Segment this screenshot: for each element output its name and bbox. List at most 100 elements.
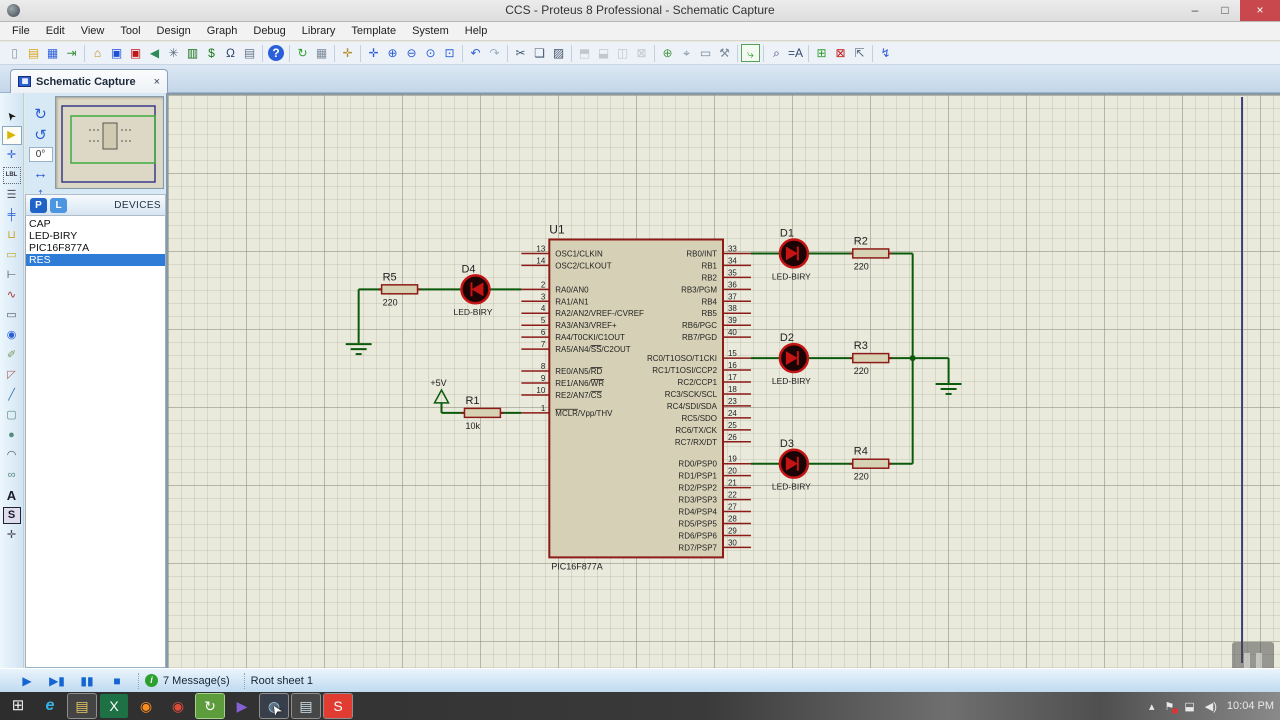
block-move-icon[interactable]: ⬓ xyxy=(597,46,610,60)
netlist-icon[interactable]: ✳ xyxy=(168,46,179,60)
menu-item[interactable]: Design xyxy=(156,25,191,37)
save-icon[interactable]: ▦ xyxy=(46,46,59,60)
zoom-all-icon[interactable]: ⊙ xyxy=(425,46,436,60)
play-button[interactable]: ▶ xyxy=(22,673,32,688)
undo-icon[interactable]: ↶ xyxy=(470,46,481,60)
menu-item[interactable]: Template xyxy=(351,25,397,37)
taskbar-media-icon[interactable]: ◍ xyxy=(259,693,289,719)
ground-terminal[interactable] xyxy=(345,343,372,356)
cut-icon[interactable]: ✂ xyxy=(515,46,526,60)
voltage-probe-icon[interactable]: ✐ xyxy=(6,349,17,361)
network-icon[interactable]: ⬓ xyxy=(1184,700,1195,713)
sound-icon[interactable]: ◀ xyxy=(149,46,160,60)
taskbar-firefox-icon[interactable]: ◉ xyxy=(139,697,153,714)
ground-terminal[interactable] xyxy=(935,382,962,395)
2d-path-icon[interactable]: ∞ xyxy=(7,469,16,481)
refresh-icon[interactable]: ↻ xyxy=(297,46,308,60)
import-icon[interactable]: ⇥ xyxy=(66,46,77,60)
graph-mode-icon[interactable]: ∿ xyxy=(6,289,17,301)
current-probe-icon[interactable]: ◸ xyxy=(7,369,16,381)
zoom-out-icon[interactable]: ⊖ xyxy=(406,46,417,60)
new-sheet-icon[interactable]: ⊞ xyxy=(816,46,827,60)
new-file-icon[interactable]: ▯ xyxy=(11,46,18,60)
menu-item[interactable]: File xyxy=(12,25,30,37)
pan-icon[interactable]: ✛ xyxy=(368,46,379,60)
electra-icon[interactable]: Ω xyxy=(226,46,235,60)
schematic-overview-pane[interactable] xyxy=(55,96,164,189)
wire-autorouter-icon[interactable]: ⤷ xyxy=(741,44,760,62)
start-button[interactable]: ⊞ xyxy=(11,697,25,714)
volume-icon[interactable]: ◀) xyxy=(1204,700,1217,713)
library-icon[interactable]: ▥ xyxy=(186,46,199,60)
zoom-area-icon[interactable]: ⊡ xyxy=(444,46,455,60)
block-copy-icon[interactable]: ⬒ xyxy=(578,46,591,60)
2d-symbol-icon[interactable]: S xyxy=(2,507,21,524)
ares-icon[interactable]: ▣ xyxy=(129,46,142,60)
taskbar-proteus-icon[interactable]: ↻ xyxy=(195,693,225,719)
block-rotate-icon[interactable]: ◫ xyxy=(616,46,629,60)
mirror-horizontal-icon[interactable]: ↔ xyxy=(33,165,48,182)
clock[interactable]: 10:04 PM xyxy=(1226,700,1274,712)
wire-label-icon[interactable]: LBL xyxy=(2,167,21,184)
pause-button[interactable]: ▮▮ xyxy=(80,673,94,688)
component-U1[interactable]: U1PIC16F877A13OSC1/CLKIN14OSC2/CLKOUT2RA… xyxy=(521,223,751,572)
origin-icon[interactable]: ✛ xyxy=(342,46,353,60)
isis-icon[interactable]: ▣ xyxy=(110,46,123,60)
device-pin-icon[interactable]: ⊢ xyxy=(6,269,17,281)
device-list-item[interactable]: PIC16F877A xyxy=(29,242,90,254)
property-assign-icon[interactable]: =A xyxy=(787,46,803,60)
minimize-button[interactable]: – xyxy=(1191,3,1199,17)
redo-icon[interactable]: ↷ xyxy=(489,46,500,60)
taskbar-chrome-icon[interactable]: ◉ xyxy=(171,697,185,714)
subcircuit-icon[interactable]: ⊔ xyxy=(7,229,16,241)
tab-schematic-capture[interactable]: ▦ Schematic Capture × xyxy=(10,69,168,93)
remove-sheet-icon[interactable]: ⊠ xyxy=(835,46,846,60)
2d-line-icon[interactable]: ╱ xyxy=(8,389,15,401)
2d-arc-icon[interactable]: ◠ xyxy=(6,449,17,461)
tape-recorder-icon[interactable]: ▭ xyxy=(6,309,17,321)
terminal-mode-icon[interactable]: ▭ xyxy=(6,249,17,261)
menu-item[interactable]: Help xyxy=(464,25,488,37)
device-list-item[interactable]: CAP xyxy=(29,218,51,230)
taskbar-excel-icon[interactable]: X xyxy=(100,694,128,718)
rotation-angle-field[interactable]: 0° xyxy=(28,147,53,162)
home-icon[interactable]: ⌂ xyxy=(93,46,102,60)
paste-icon[interactable]: ▨ xyxy=(552,46,565,60)
step-button[interactable]: ▶▮ xyxy=(49,673,65,688)
generator-mode-icon[interactable]: ◉ xyxy=(6,329,17,341)
goto-sheet-icon[interactable]: ⇱ xyxy=(854,46,865,60)
marker-icon[interactable]: ✛ xyxy=(6,529,17,541)
mirror-vertical-icon[interactable]: ↕ xyxy=(30,185,52,202)
power-terminal-5v[interactable]: +5V xyxy=(430,378,450,404)
grid-icon[interactable]: ▦ xyxy=(315,46,328,60)
message-count[interactable]: 7 Message(s) xyxy=(163,674,230,687)
buses-icon[interactable]: ╪ xyxy=(7,209,16,221)
2d-text-icon[interactable]: A xyxy=(6,488,17,503)
packaging-icon[interactable]: ⚒ xyxy=(719,46,730,60)
menu-item[interactable]: Tool xyxy=(120,25,141,37)
pin-tool-icon[interactable]: ⌖ xyxy=(683,46,690,60)
action-center-icon[interactable]: ⚑ xyxy=(1164,700,1179,714)
report-icon[interactable]: ▤ xyxy=(243,46,256,60)
close-button[interactable]: × xyxy=(1240,0,1280,21)
rotate-clockwise-icon[interactable]: ↻ xyxy=(34,106,47,123)
menu-item[interactable]: System xyxy=(412,25,449,37)
stop-button[interactable]: ■ xyxy=(113,673,121,688)
search-tag-icon[interactable]: ⌕ xyxy=(773,46,780,60)
device-list-item[interactable]: LED-BIRY xyxy=(29,230,78,242)
menu-item[interactable]: Edit xyxy=(45,25,65,37)
menu-item[interactable]: Graph xyxy=(206,25,238,37)
make-device-icon[interactable]: ▭ xyxy=(699,46,712,60)
selection-mode-icon[interactable]: ➤ xyxy=(3,108,19,124)
zoom-in-icon[interactable]: ⊕ xyxy=(387,46,398,60)
junction-dot-icon[interactable]: ✛ xyxy=(6,149,17,161)
tab-close-icon[interactable]: × xyxy=(153,75,160,88)
taskbar-explorer-icon[interactable]: ▤ xyxy=(67,693,97,719)
design-explorer-icon[interactable]: ↯ xyxy=(880,46,891,60)
